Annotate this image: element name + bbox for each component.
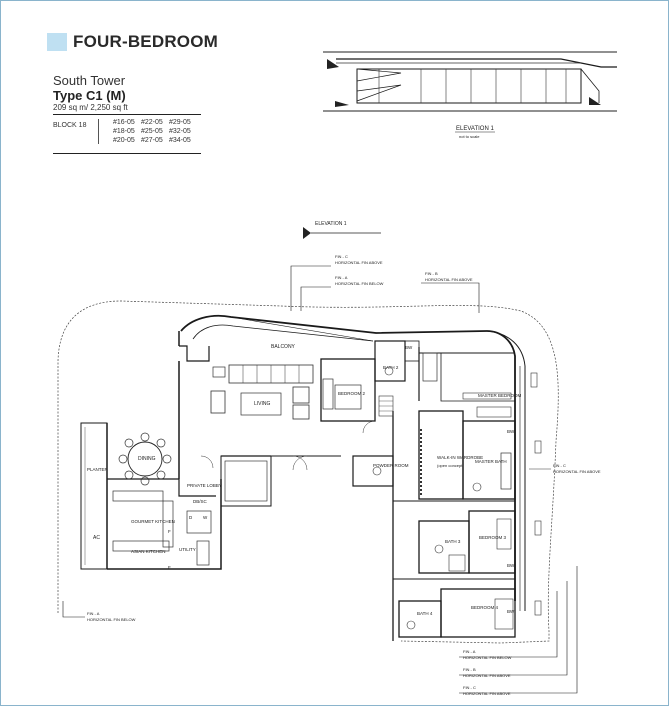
unit-number: #20-05 bbox=[113, 137, 135, 144]
label-f1: F bbox=[168, 529, 171, 534]
unit-number: #34-05 bbox=[169, 137, 191, 144]
unit-area: 209 sq m/ 2,250 sq ft bbox=[53, 103, 128, 112]
furniture bbox=[112, 352, 514, 630]
elevation-marker: ELEVATION 1 bbox=[303, 221, 381, 239]
room-walk-in-wardrobe: WALK-IN WARDROBE bbox=[437, 455, 483, 460]
label-bw-3: BW bbox=[507, 563, 515, 568]
page-title: FOUR-BEDROOM bbox=[73, 32, 218, 51]
svg-text:FIN - B: FIN - B bbox=[463, 667, 476, 672]
fin-annotation-bottom: FIN - A HORIZONTAL FIN BELOW FIN - B HOR… bbox=[459, 566, 578, 696]
svg-text:FIN - C: FIN - C bbox=[335, 254, 348, 259]
fin-annotation-left: FIN - A HORIZONTAL FIN BELOW bbox=[62, 601, 136, 622]
room-master-bedroom: MASTER BEDROOM bbox=[478, 393, 522, 398]
room-ac: AC bbox=[93, 535, 100, 541]
label-f2: F bbox=[168, 565, 171, 570]
room-planter: PLANTER bbox=[87, 467, 109, 472]
label-bw-2: BW bbox=[507, 429, 515, 434]
room-labels: BALCONY LIVING DINING PLANTER AC GOURMET… bbox=[87, 344, 522, 616]
room-bedroom-3: BEDROOM 3 bbox=[479, 535, 507, 540]
svg-text:FIN - A: FIN - A bbox=[463, 649, 476, 654]
label-bw-1: BW bbox=[405, 345, 413, 350]
fin-annotation-top-left: FIN - C HORIZONTAL FIN ABOVE FIN - A HOR… bbox=[290, 254, 384, 311]
label-open-concept: (open concept) bbox=[437, 463, 464, 468]
title-color-block bbox=[47, 33, 67, 51]
room-bedroom-4: BEDROOM 4 bbox=[471, 605, 499, 610]
svg-text:HORIZONTAL FIN BELOW: HORIZONTAL FIN BELOW bbox=[335, 281, 384, 286]
unit-number: #29-05 bbox=[169, 119, 191, 126]
svg-text:HORIZONTAL FIN ABOVE: HORIZONTAL FIN ABOVE bbox=[553, 469, 601, 474]
room-bath-2: BATH 2 bbox=[383, 365, 399, 370]
svg-text:FIN - C: FIN - C bbox=[553, 463, 566, 468]
svg-text:FIN - C: FIN - C bbox=[463, 685, 476, 690]
room-dining: DINING bbox=[138, 456, 156, 462]
svg-text:HORIZONTAL FIN ABOVE: HORIZONTAL FIN ABOVE bbox=[425, 277, 473, 282]
unit-number: #27-05 bbox=[141, 137, 163, 144]
room-utility: UTILITY bbox=[179, 547, 196, 552]
unit-number: #25-05 bbox=[141, 128, 163, 135]
unit-number: #22-05 bbox=[141, 119, 163, 126]
room-balcony: BALCONY bbox=[271, 344, 296, 350]
elevation-drawing: ELEVATION 1 not to scale bbox=[323, 51, 617, 139]
room-bath-4: BATH 4 bbox=[417, 611, 433, 616]
svg-text:HORIZONTAL FIN ABOVE: HORIZONTAL FIN ABOVE bbox=[463, 691, 511, 696]
bottom-rule bbox=[53, 153, 201, 154]
room-asian-kitchen: ASIAN KITCHEN bbox=[131, 549, 166, 554]
unit-number: #18-05 bbox=[113, 128, 135, 135]
svg-text:FIN - A: FIN - A bbox=[335, 275, 348, 280]
room-bedroom-2: BEDROOM 2 bbox=[338, 391, 366, 396]
svg-text:FIN - A: FIN - A bbox=[87, 611, 100, 616]
room-powder-room: POWDER ROOM bbox=[373, 463, 409, 468]
room-private-lobby: PRIVATE LOBBY bbox=[187, 483, 222, 488]
label-d: D bbox=[189, 515, 193, 520]
room-master-bath: MASTER BATH bbox=[475, 459, 507, 464]
elevation-subtitle: not to scale bbox=[459, 134, 480, 139]
site-boundary bbox=[57, 300, 559, 644]
unit-numbers: #16-05 #22-05 #29-05 #18-05 #25-05 #32-0… bbox=[98, 119, 197, 144]
label-w: W bbox=[203, 515, 208, 520]
top-rule bbox=[53, 114, 201, 115]
block-label: BLOCK 18 bbox=[53, 122, 87, 129]
svg-text:HORIZONTAL FIN ABOVE: HORIZONTAL FIN ABOVE bbox=[335, 260, 383, 265]
walls bbox=[80, 314, 526, 641]
svg-text:HORIZONTAL FIN BELOW: HORIZONTAL FIN BELOW bbox=[87, 617, 136, 622]
room-bath-3: BATH 3 bbox=[445, 539, 461, 544]
svg-text:HORIZONTAL FIN ABOVE: HORIZONTAL FIN ABOVE bbox=[463, 673, 511, 678]
room-gourmet-kitchen: GOURMET KITCHEN bbox=[131, 519, 175, 524]
unit-number: #16-05 bbox=[113, 119, 135, 126]
tower-name: South Tower bbox=[53, 73, 126, 88]
fin-annotation-right: FIN - C HORIZONTAL FIN ABOVE bbox=[529, 372, 601, 616]
elevation-marker-label: ELEVATION 1 bbox=[315, 221, 347, 227]
unit-number: #32-05 bbox=[169, 128, 191, 135]
room-living: LIVING bbox=[254, 401, 271, 407]
label-bw-4: BW bbox=[507, 609, 515, 614]
room-db-sc: DB/SC bbox=[193, 499, 208, 504]
unit-type: Type C1 (M) bbox=[53, 88, 126, 103]
svg-text:HORIZONTAL FIN BELOW: HORIZONTAL FIN BELOW bbox=[463, 655, 512, 660]
fin-annotation-top-right: FIN - B HORIZONTAL FIN ABOVE bbox=[421, 271, 480, 313]
elevation-title: ELEVATION 1 bbox=[456, 126, 494, 132]
svg-text:FIN - B: FIN - B bbox=[425, 271, 438, 276]
